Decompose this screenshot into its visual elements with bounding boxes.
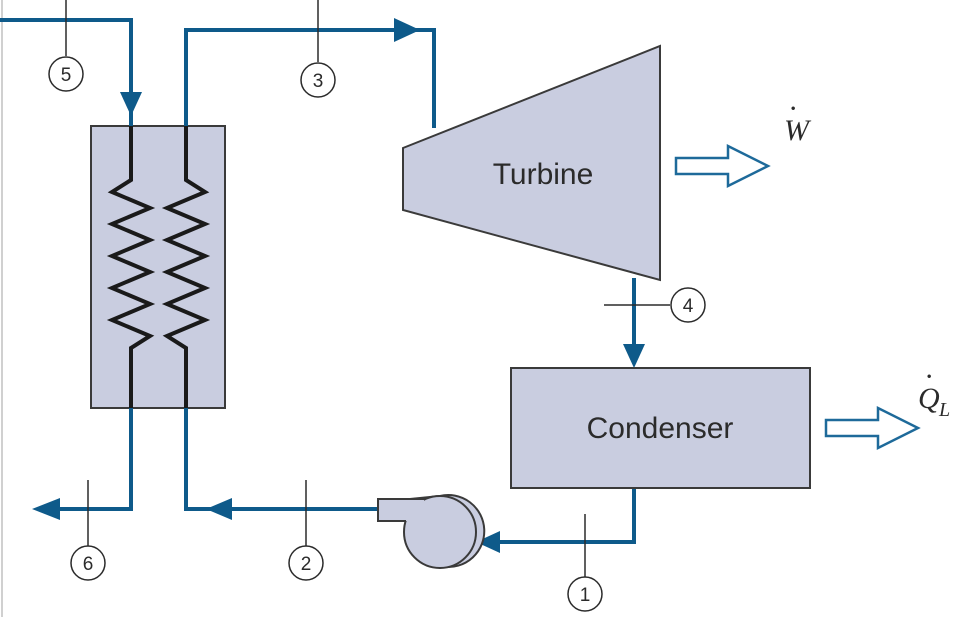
heating-coil-right — [161, 126, 211, 408]
pipe-2-riser — [184, 408, 212, 511]
state-5-marker — [48, 56, 84, 92]
state-3-marker — [300, 62, 336, 98]
turbine-label: Turbine — [493, 158, 594, 191]
heating-coil-left — [106, 126, 156, 408]
pipe-3 — [184, 28, 436, 128]
arrowhead-4 — [623, 344, 645, 368]
heat-dot: · — [925, 360, 933, 393]
arrowhead-2 — [206, 498, 232, 520]
pipe-5 — [0, 18, 133, 98]
state-2-marker — [288, 545, 324, 581]
arrowhead-6 — [32, 498, 60, 520]
state-6-marker — [70, 545, 106, 581]
state-5-label: 5 — [61, 65, 72, 86]
pump-outlet-fill — [378, 499, 424, 521]
state-4-label: 4 — [683, 296, 694, 317]
turbine — [402, 44, 661, 282]
heat-symbol: Q — [918, 382, 940, 415]
pipe-6 — [54, 408, 133, 511]
heat-exchanger — [90, 125, 226, 409]
condenser-label: Condenser — [587, 412, 734, 445]
pipe-1 — [496, 488, 636, 544]
work-arrow — [674, 143, 771, 189]
state-1-label: 1 — [580, 585, 591, 606]
work-dot: · — [789, 92, 797, 125]
state-3-label: 3 — [313, 71, 324, 92]
state-1-marker — [567, 576, 603, 612]
arrowhead-5 — [120, 92, 142, 116]
arrowhead-3 — [394, 18, 420, 42]
state-6-label: 6 — [83, 554, 94, 575]
pump-outlet — [377, 498, 424, 522]
heat-subscript: L — [938, 399, 950, 421]
work-symbol: W — [784, 114, 812, 147]
arrowhead-1 — [476, 531, 500, 553]
state-4-marker — [670, 287, 706, 323]
state-2-label: 2 — [301, 554, 312, 575]
heat-arrow — [824, 405, 921, 451]
condenser — [510, 367, 811, 489]
